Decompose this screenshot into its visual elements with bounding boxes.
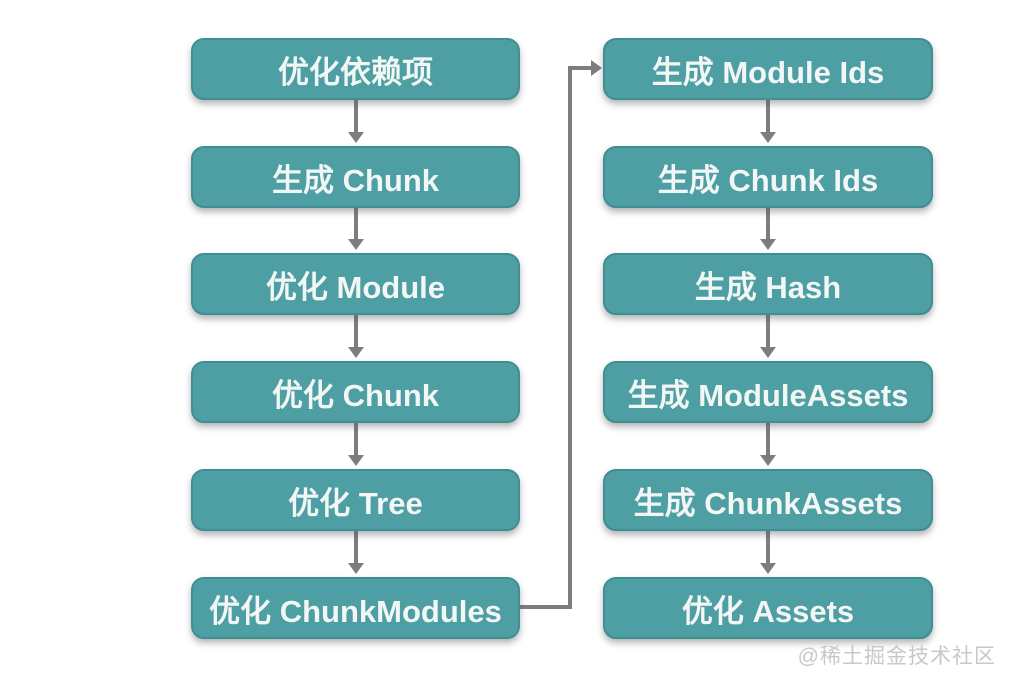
flow-node-optimize-module: 优化 Module	[191, 253, 520, 315]
flow-node-generate-module-ids: 生成 Module Ids	[603, 38, 933, 100]
arrow-down-icon	[348, 208, 364, 250]
flow-node-generate-chunk: 生成 Chunk	[191, 146, 520, 208]
flow-node-generate-hash: 生成 Hash	[603, 253, 933, 315]
arrow-down-icon	[760, 315, 776, 358]
flow-node-optimize-tree: 优化 Tree	[191, 469, 520, 531]
arrow-down-icon	[348, 423, 364, 466]
flow-node-generate-chunk-ids: 生成 Chunk Ids	[603, 146, 933, 208]
arrow-down-icon	[760, 100, 776, 143]
flow-node-optimize-dependencies: 优化依赖项	[191, 38, 520, 100]
arrow-down-icon	[760, 208, 776, 250]
flow-node-generate-chunkassets: 生成 ChunkAssets	[603, 469, 933, 531]
loopback-connector-arrow	[520, 60, 602, 609]
flow-node-optimize-chunk: 优化 Chunk	[191, 361, 520, 423]
flow-node-optimize-chunkmodules: 优化 ChunkModules	[191, 577, 520, 639]
arrow-down-icon	[348, 100, 364, 143]
arrow-down-icon	[760, 531, 776, 574]
flow-node-optimize-assets: 优化 Assets	[603, 577, 933, 639]
watermark-text: @稀土掘金技术社区	[797, 645, 996, 668]
arrow-down-icon	[348, 531, 364, 574]
arrow-down-icon	[760, 423, 776, 466]
arrow-down-icon	[348, 315, 364, 358]
flow-node-generate-moduleassets: 生成 ModuleAssets	[603, 361, 933, 423]
